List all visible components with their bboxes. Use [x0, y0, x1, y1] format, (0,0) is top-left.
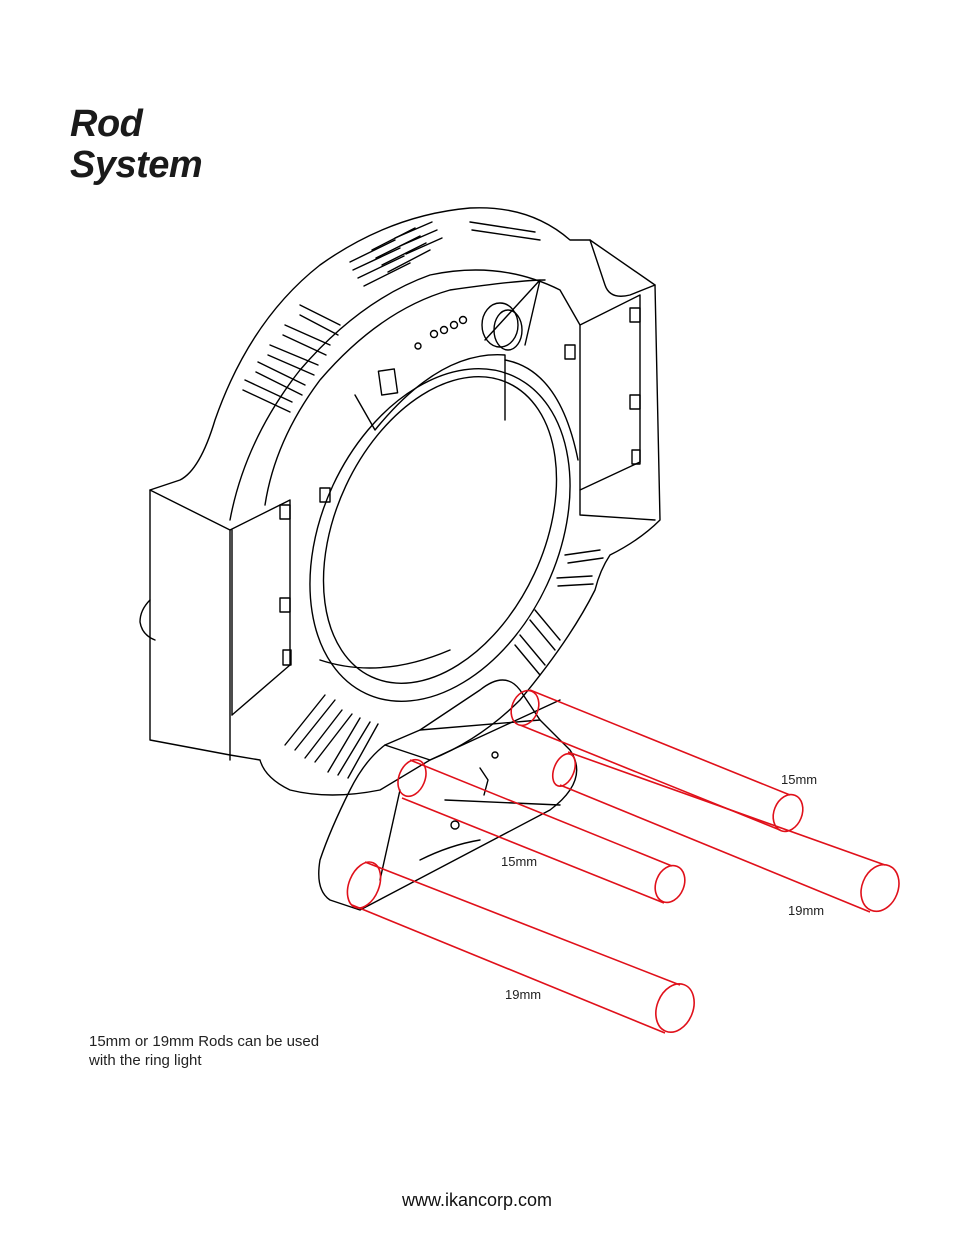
- title-line-1: Rod: [70, 103, 143, 145]
- rod-19mm-bottom: [346, 861, 695, 1034]
- rods: [346, 689, 900, 1034]
- rod-15mm-lower: [397, 758, 686, 904]
- title-line-2: System: [70, 144, 203, 186]
- caption-line-1: 15mm or 19mm Rods can be used: [89, 1033, 320, 1050]
- footer-url: www.ikancorp.com: [401, 1190, 553, 1210]
- caption-line-2: with the ring light: [89, 1052, 202, 1069]
- rod-15mm-upper: [510, 689, 804, 833]
- rod-label-19mm-far-right: 19mm: [788, 903, 825, 918]
- rod-label-15mm-upper: 15mm: [781, 772, 818, 787]
- rod-label-19mm-bottom: 19mm: [505, 987, 542, 1002]
- page-title: Rod System: [70, 103, 203, 186]
- rod-label-15mm-lower: 15mm: [501, 854, 538, 869]
- rod-19mm-far-right: [551, 751, 900, 913]
- ring-light-illustration: [139, 207, 661, 911]
- rod-caption: 15mm or 19mm Rods can be used with the r…: [89, 1032, 389, 1070]
